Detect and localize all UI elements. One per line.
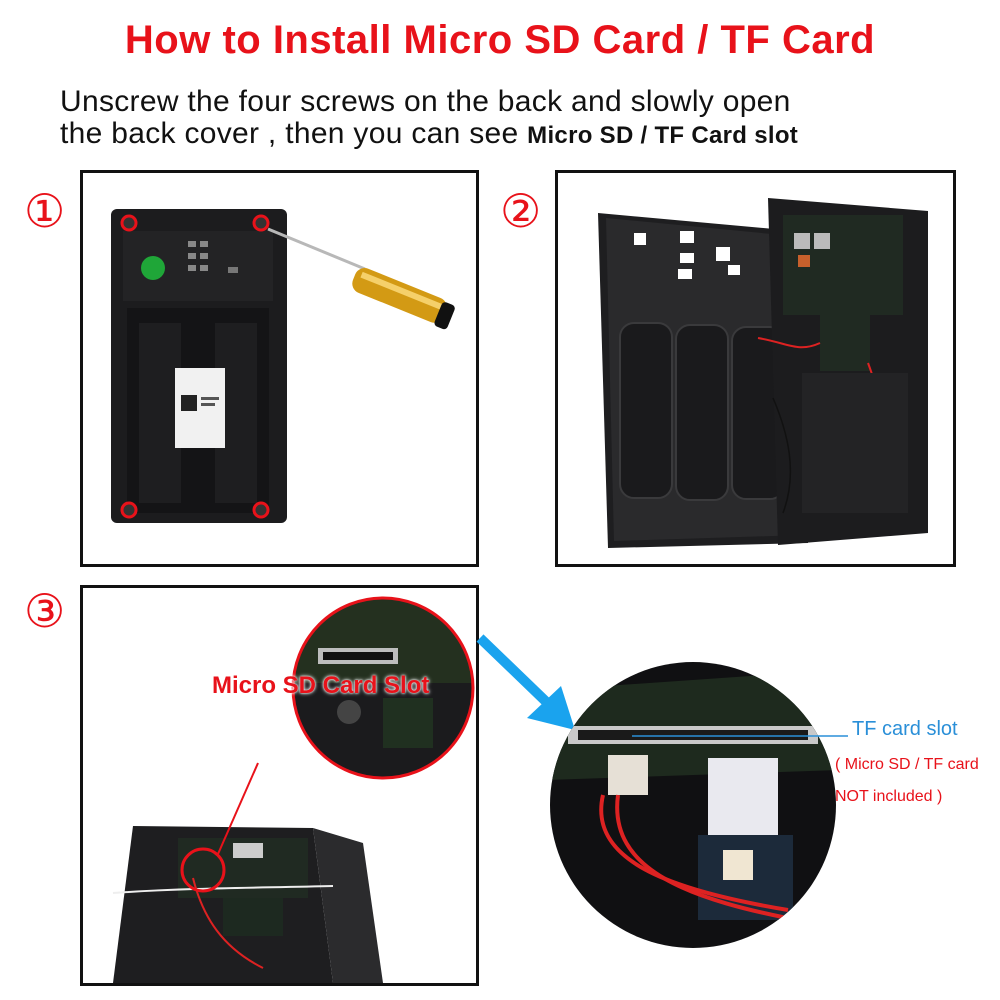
instructions: Unscrew the four screws on the back and …	[60, 86, 960, 152]
tf-slot-closeup	[550, 662, 836, 948]
screw-top-left-icon	[120, 214, 138, 232]
tf-card-slot-label: TF card slot	[852, 718, 958, 740]
screw-bottom-right-icon	[252, 501, 270, 519]
instruction-line-2-start: the back cover , then you can see	[60, 117, 528, 150]
blue-arrow-icon	[476, 634, 575, 730]
status-led-icon	[141, 256, 165, 280]
page-title: How to Install Micro SD Card / TF Card	[124, 18, 876, 62]
not-included-note-line-1: ( Micro SD / TF card	[835, 756, 979, 773]
instruction-line-1: Unscrew the four screws on the back and …	[60, 85, 791, 118]
tf-callout-line	[632, 735, 848, 737]
instruction-line-2-emphasis: Micro SD / TF Card slot	[527, 122, 799, 149]
screwdriver-icon	[267, 227, 455, 330]
micro-sd-slot-label: Micro SD Card Slot	[212, 672, 430, 699]
not-included-note-line-2: NOT included )	[835, 788, 943, 805]
step-3-photo	[80, 585, 479, 986]
internal-board-illustration	[112, 596, 475, 983]
instruction-line-2: the back cover , then you can see Micro …	[60, 118, 960, 152]
step-1-number: ①	[24, 184, 66, 238]
sub-board	[820, 311, 870, 371]
step-2-photo	[555, 170, 956, 567]
step-1-photo	[80, 170, 479, 567]
magnified-slot-view	[291, 596, 475, 780]
screw-bottom-left-icon	[120, 501, 138, 519]
step-3-number: ③	[24, 584, 66, 638]
screw-top-right-icon	[252, 214, 270, 232]
opened-cover-illustration	[598, 198, 928, 548]
device-back-illustration	[111, 209, 455, 523]
slot-highlight-circle	[180, 847, 226, 893]
step-2-number: ②	[500, 184, 542, 238]
